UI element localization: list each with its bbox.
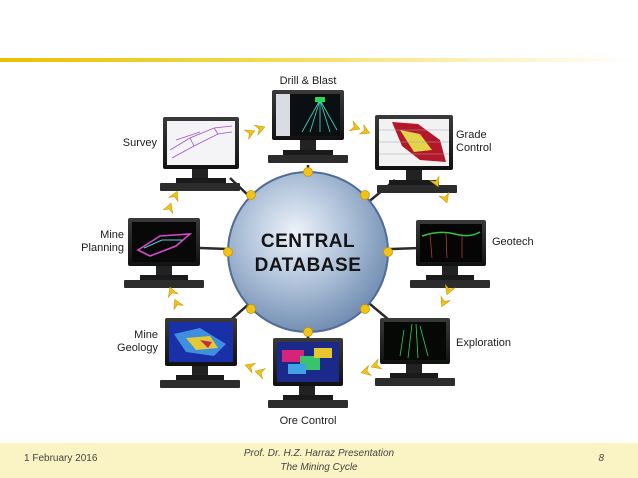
label-drill-blast: Drill & Blast [280, 75, 337, 87]
screen-pit-design [132, 222, 196, 262]
slide-footer: 1 February 2016 Prof. Dr. H.Z. Harraz Pr… [0, 443, 638, 478]
label-mine-planning-1: Mine [100, 229, 124, 241]
footer-presentation: Prof. Dr. H.Z. Harraz Presentation The M… [0, 447, 638, 475]
footer-date: 1 February 2016 [24, 453, 98, 464]
label-survey: Survey [123, 137, 158, 149]
keyboard [160, 380, 240, 388]
keyboard [375, 378, 455, 386]
keyboard [410, 280, 490, 288]
keyboard [377, 185, 457, 193]
footer-subtitle: The Mining Cycle [280, 462, 358, 473]
screen-geotech-section [420, 224, 482, 262]
screen-survey-wireframe [167, 121, 235, 165]
hub-connector-dots [223, 167, 393, 337]
keyboard [124, 280, 204, 288]
screen-drillholes [384, 322, 446, 360]
mining-cycle-diagram: CENTRAL DATABASE Drill & Blast [81, 75, 534, 427]
keyboard [268, 155, 348, 163]
node-grade-control: Grade Control [375, 115, 491, 193]
keyboard [160, 183, 240, 191]
keyboard [268, 400, 348, 408]
label-grade-control-1: Grade [456, 129, 487, 141]
label-mine-planning-2: Planning [81, 242, 124, 254]
central-database-hub: CENTRAL DATABASE [223, 167, 393, 337]
hub-line-2: DATABASE [255, 255, 362, 276]
node-mine-planning: Mine Planning [81, 218, 204, 288]
footer-presenter: Prof. Dr. H.Z. Harraz Presentation [243, 448, 395, 459]
node-exploration: Exploration [375, 318, 511, 386]
label-mine-geology-1: Mine [134, 329, 158, 341]
node-geotech: Geotech [410, 220, 534, 288]
page-number: 8 [598, 453, 604, 464]
label-exploration: Exploration [456, 337, 511, 349]
node-drill-blast: Drill & Blast [268, 75, 348, 163]
label-mine-geology-2: Geology [117, 342, 158, 354]
node-survey: Survey [123, 117, 240, 191]
label-grade-control-2: Control [456, 142, 491, 154]
title-accent-bar [0, 58, 638, 62]
hub-line-1: CENTRAL [261, 231, 355, 252]
label-geotech: Geotech [492, 236, 534, 248]
node-mine-geology: Mine Geology [117, 318, 240, 388]
label-ore-control: Ore Control [280, 415, 337, 427]
node-ore-control: Ore Control [268, 338, 348, 427]
